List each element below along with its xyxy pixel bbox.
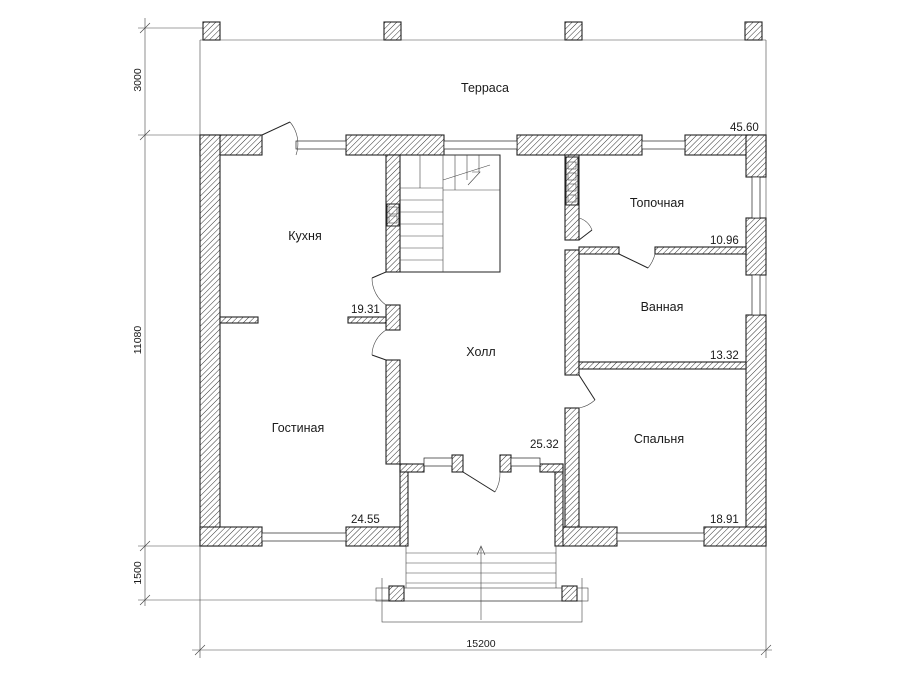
- boiler-icon: [565, 156, 579, 206]
- porch-post: [388, 585, 405, 602]
- room-areas: 45.60 19.31 24.55 25.32 10.96 13.32 18.9…: [351, 122, 759, 526]
- bedroom-area: 18.91: [710, 514, 739, 526]
- hall-area: 25.32: [530, 439, 559, 451]
- living-label: Гостиная: [272, 421, 324, 435]
- dim-terrace-depth: 3000: [132, 68, 144, 92]
- terrace-post: [744, 21, 763, 41]
- stove-icon: [386, 203, 400, 227]
- total-area: 45.60: [730, 122, 759, 134]
- fixtures: [385, 156, 579, 331]
- bath-label: Ванная: [641, 300, 684, 314]
- interior-walls: [219, 154, 747, 528]
- terrace-label: Терраса: [461, 81, 509, 95]
- porch-post: [561, 585, 578, 602]
- kitchen-area: 19.31: [351, 304, 380, 316]
- terrace-posts: [202, 21, 763, 41]
- bath-area: 13.32: [710, 350, 739, 362]
- bedroom-label: Спальня: [634, 432, 684, 446]
- boiler-area: 10.96: [710, 235, 739, 247]
- living-area: 24.55: [351, 514, 380, 526]
- dim-porch-depth: 1500: [132, 561, 144, 585]
- dimension-labels: 3000 11080 1500 15200: [132, 68, 496, 650]
- stairs: [399, 154, 501, 273]
- terrace-post: [202, 21, 221, 41]
- porch: [375, 545, 589, 623]
- doors: [261, 121, 656, 493]
- hall-label: Холл: [466, 345, 495, 359]
- terrace-post: [564, 21, 583, 41]
- dim-width: 15200: [466, 638, 495, 650]
- exterior-walls: [199, 134, 767, 547]
- dim-depth: 11080: [132, 326, 144, 355]
- kitchen-label: Кухня: [288, 229, 321, 243]
- dimension-lines: [138, 18, 772, 658]
- room-labels: Терраса Кухня Гостиная Холл Топочная Ван…: [272, 81, 684, 446]
- terrace-post: [383, 21, 402, 41]
- chimney-block: [385, 304, 401, 331]
- boiler-label: Топочная: [630, 196, 684, 210]
